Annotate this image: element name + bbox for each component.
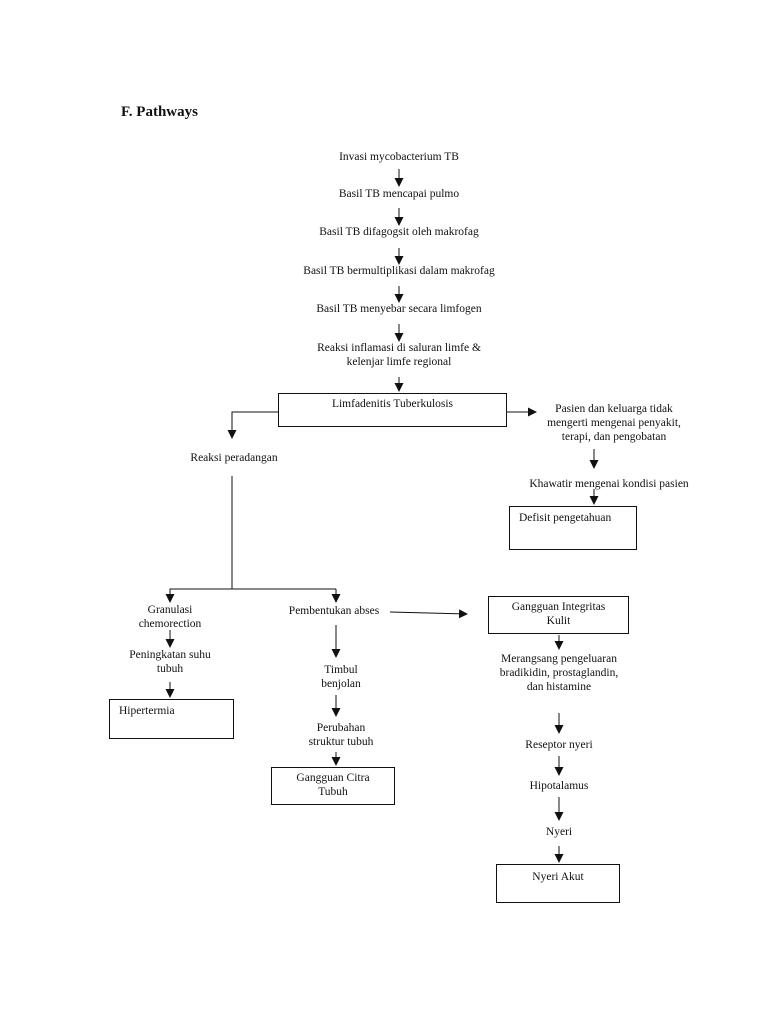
node-granulasi: Granulasi chemorection xyxy=(138,604,202,630)
node-suhu: Peningkatan suhu tubuh xyxy=(129,649,211,675)
node-inflamasi: Reaksi inflamasi di saluran limfe & kele… xyxy=(317,342,481,368)
node-hipotalamus: Hipotalamus xyxy=(529,780,589,792)
arrow-limfadenitis-to-peradangan xyxy=(227,411,278,439)
box-nyeri-akut: Nyeri Akut xyxy=(496,864,620,903)
box-defisit: Defisit pengetahuan xyxy=(509,506,637,550)
node-pasien: Pasien dan keluarga tidak mengerti menge… xyxy=(547,403,681,443)
node-abses: Pembentukan abses xyxy=(288,605,380,617)
section-heading: F. Pathways xyxy=(121,104,198,120)
arrow-split-to-granulasi xyxy=(165,588,336,603)
node-peradangan: Reaksi peradangan xyxy=(190,452,278,464)
node-benjolan: Timbul benjolan xyxy=(321,664,361,690)
box-integritas: Gangguan Integritas Kulit xyxy=(488,596,629,634)
node-difagosit: Basil TB difagogsit oleh makrofag xyxy=(319,226,479,238)
node-limfogen: Basil TB menyebar secara limfogen xyxy=(316,303,482,315)
box-citra: Gangguan Citra Tubuh xyxy=(271,767,395,805)
node-struktur: Perubahan struktur tubuh xyxy=(308,722,374,748)
node-merangsang: Merangsang pengeluaran bradikidin, prost… xyxy=(499,653,619,693)
node-multiplikasi: Basil TB bermultiplikasi dalam makrofag xyxy=(303,265,495,277)
box-hipertermia: Hipertermia xyxy=(109,699,234,739)
node-pulmo: Basil TB mencapai pulmo xyxy=(338,188,460,200)
node-invasi: Invasi mycobacterium TB xyxy=(339,151,459,163)
node-khawatir: Khawatir mengenai kondisi pasien xyxy=(529,478,689,490)
node-reseptor: Reseptor nyeri xyxy=(525,739,593,751)
box-limfadenitis: Limfadenitis Tuberkulosis xyxy=(278,393,507,427)
arrow-abses-to-integritas xyxy=(389,609,468,619)
node-nyeri: Nyeri xyxy=(545,826,573,838)
